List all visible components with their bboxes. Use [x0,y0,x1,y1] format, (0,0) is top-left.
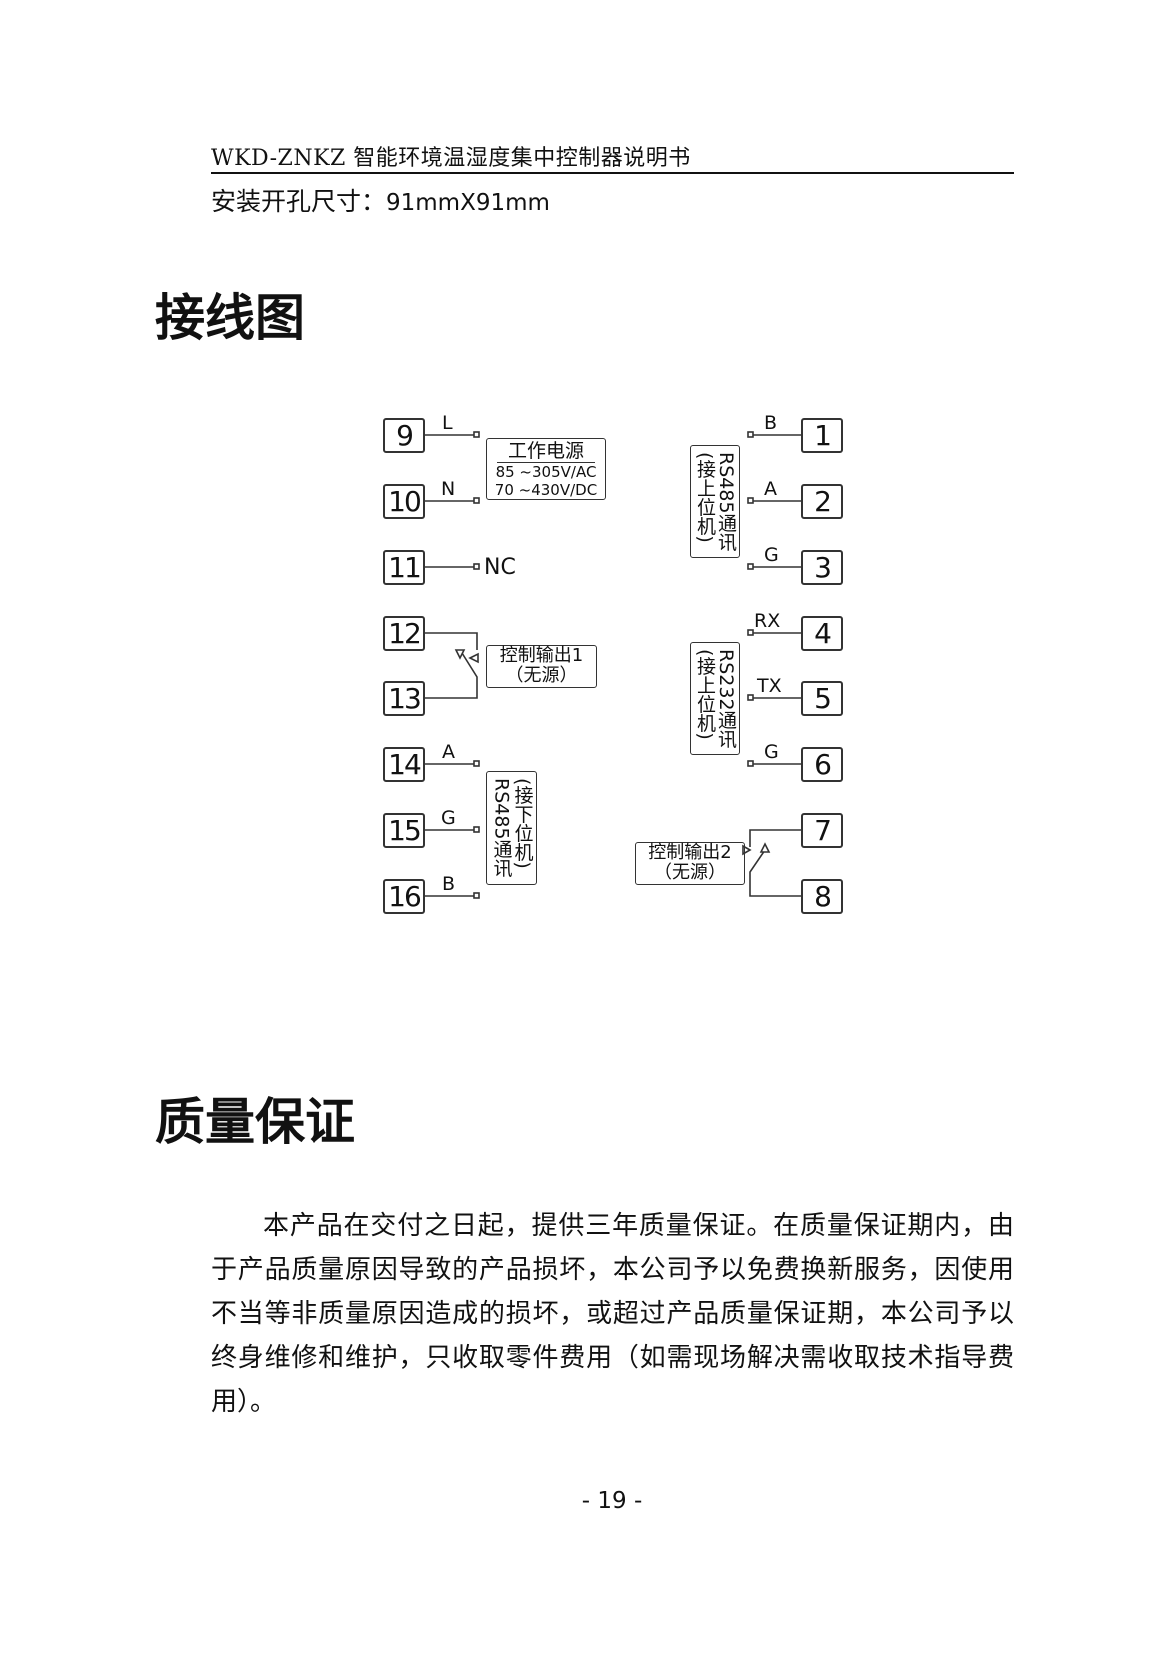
wire-label-G-15: G [441,807,456,829]
ctrl2-sub: （无源） [654,862,726,883]
wire-label-A-2: A [764,478,777,500]
terminal-14: 14 [383,747,425,782]
terminal-12: 12 [383,616,425,651]
terminal-5: 5 [801,681,843,716]
page-number: - 19 - [581,1488,643,1514]
wiring-lines [425,431,802,899]
power-title: 工作电源 [497,440,595,463]
header-rule [211,172,1014,174]
power-ac: 85 ~305V/AC [495,463,597,481]
wire-label-TX: TX [757,675,782,697]
terminal-6: 6 [801,747,843,782]
wire-label-RX: RX [754,610,781,632]
wire-label-B-1: B [764,412,778,434]
wire-label-G-3: G [764,544,779,566]
terminal-4: 4 [801,616,843,651]
terminal-3: 3 [801,550,843,585]
terminal-11: 11 [383,550,425,585]
control-output-1-box: 控制输出1 （无源） [486,645,597,688]
wire-label-N: N [441,478,456,500]
terminal-13: 13 [383,681,425,716]
wiring-diagram: 9 10 11 12 13 14 15 16 1 2 3 4 5 6 7 8 L… [370,400,850,1020]
ctrl2-title: 控制输出2 [648,842,732,863]
wire-label-NC: NC [484,555,516,580]
terminal-2: 2 [801,484,843,519]
terminal-7: 7 [801,813,843,848]
install-label: 安装开孔尺寸： [211,187,387,216]
warranty-text: 本产品在交付之日起，提供三年质量保证。在质量保证期内，由于产品质量原因导致的产品… [211,1211,1014,1417]
ctrl1-sub: （无源） [505,665,578,686]
terminal-1: 1 [801,418,843,453]
section-title-wiring: 接线图 [155,288,305,347]
rs232-upper-box: RS232通讯 (接上位机) [690,642,740,755]
terminal-16: 16 [383,879,425,914]
wire-label-B-16: B [442,873,456,895]
rs485-lower-box: (接下位机) RS485通讯 [486,771,537,885]
terminal-10: 10 [383,484,425,519]
power-dc: 70 ~430V/DC [494,481,598,499]
install-value: 91mmX91mm [386,190,550,216]
wire-label-G-6: G [764,741,779,763]
running-header: WKD-ZNKZ 智能环境温湿度集中控制器说明书 [211,146,691,171]
warranty-paragraph: 本产品在交付之日起，提供三年质量保证。在质量保证期内，由于产品质量原因导致的产品… [211,1204,1014,1424]
wire-label-L: L [442,412,453,434]
terminal-8: 8 [801,879,843,914]
section-title-warranty: 质量保证 [155,1092,355,1151]
wire-label-A-14: A [442,741,455,763]
terminal-15: 15 [383,813,425,848]
terminal-9: 9 [383,418,425,453]
rs485-upper-box: RS485通讯 (接上位机) [690,445,740,558]
power-supply-box: 工作电源 85 ~305V/AC 70 ~430V/DC [486,438,606,500]
install-cutout: 安装开孔尺寸：91mmX91mm [211,182,550,218]
control-output-2-box: 控制输出2 （无源） [635,842,745,885]
ctrl1-title: 控制输出1 [499,645,584,666]
